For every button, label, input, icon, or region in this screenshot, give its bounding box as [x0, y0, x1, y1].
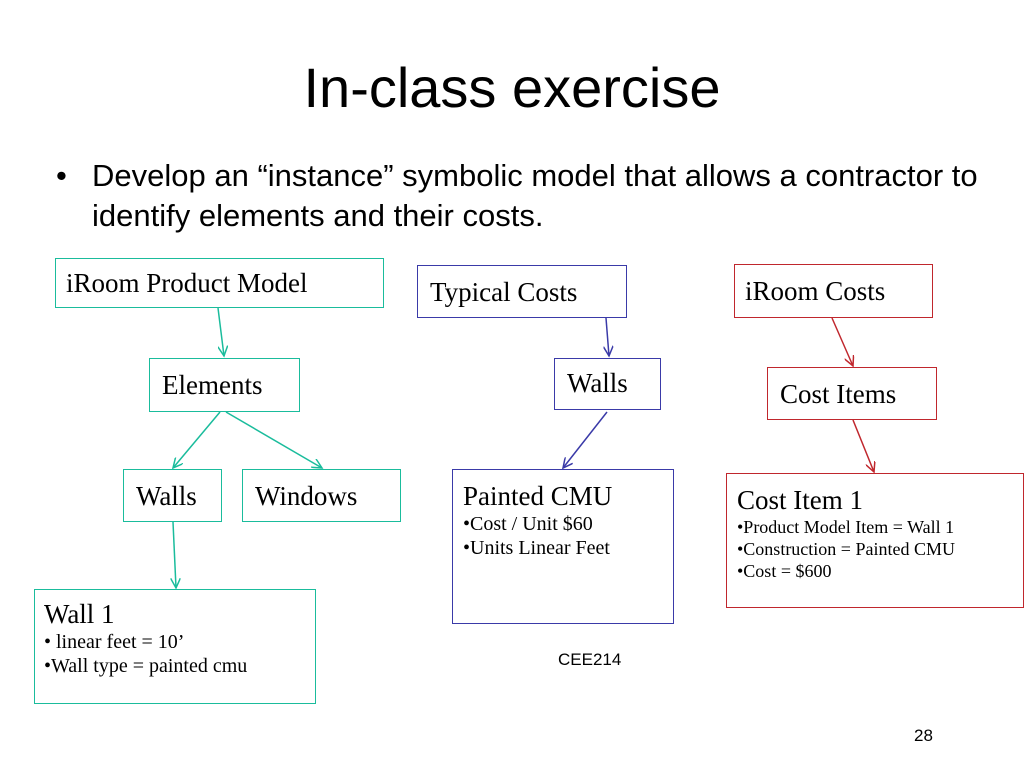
painted-cmu-item: •Cost / Unit $60	[463, 513, 593, 535]
typical-costs-label: Typical Costs	[430, 277, 578, 307]
arrow-elements-to-walls	[173, 411, 221, 468]
cost-item1-item: •Product Model Item = Wall 1	[737, 517, 955, 537]
walls-cost-label: Walls	[567, 368, 628, 398]
cost-item1-item: •Cost = $600	[737, 561, 832, 581]
windows-box: Windows	[242, 469, 401, 522]
iroom-costs-label: iRoom Costs	[745, 276, 886, 306]
wall1-item: •Wall type = painted cmu	[44, 655, 248, 677]
elements-box: Elements	[149, 358, 300, 412]
iroom-product-model-box: iRoom Product Model	[55, 258, 384, 308]
arrow-product-model-to-elements	[217, 307, 224, 356]
wall1-item: • linear feet = 10’	[44, 631, 185, 653]
arrow-walls-to-wall1	[173, 521, 176, 588]
bullet-text: Develop an “instance” symbolic model tha…	[92, 158, 978, 233]
walls-box: Walls	[123, 469, 222, 522]
bullet-mark: •	[56, 158, 67, 193]
cost-item1-box: Cost Item 1 •Product Model Item = Wall 1…	[726, 473, 1024, 608]
cost-items-box: Cost Items	[767, 367, 937, 420]
cost-item1-title: Cost Item 1	[737, 485, 863, 515]
cost-item1-item: •Construction = Painted CMU	[737, 539, 955, 559]
wall1-title: Wall 1	[44, 599, 115, 629]
walls-cost-box: Walls	[554, 358, 661, 410]
slide-title: In-class exercise	[303, 56, 721, 119]
iroom-costs-box: iRoom Costs	[734, 264, 933, 318]
elements-label: Elements	[162, 370, 263, 400]
painted-cmu-title: Painted CMU	[463, 481, 613, 511]
arrow-typical-costs-to-walls	[606, 317, 609, 356]
walls-label: Walls	[136, 481, 197, 511]
iroom-product-model-label: iRoom Product Model	[66, 268, 308, 298]
typical-costs-box: Typical Costs	[417, 265, 627, 318]
painted-cmu-item: •Units Linear Feet	[463, 537, 610, 559]
windows-label: Windows	[255, 481, 358, 511]
course-footer: CEE214	[558, 650, 622, 669]
page-number: 28	[914, 726, 933, 745]
wall1-box: Wall 1 • linear feet = 10’ •Wall type = …	[34, 589, 316, 704]
arrow-elements-to-windows	[225, 411, 322, 468]
cost-items-label: Cost Items	[780, 379, 897, 409]
arrow-iroom-costs-to-cost-items	[831, 317, 853, 366]
painted-cmu-box: Painted CMU •Cost / Unit $60 •Units Line…	[452, 469, 674, 624]
arrow-cost-items-to-cost-item1	[852, 419, 874, 472]
arrow-walls-to-painted-cmu	[563, 411, 608, 468]
bullet-point: • Develop an “instance” symbolic model t…	[56, 156, 986, 236]
